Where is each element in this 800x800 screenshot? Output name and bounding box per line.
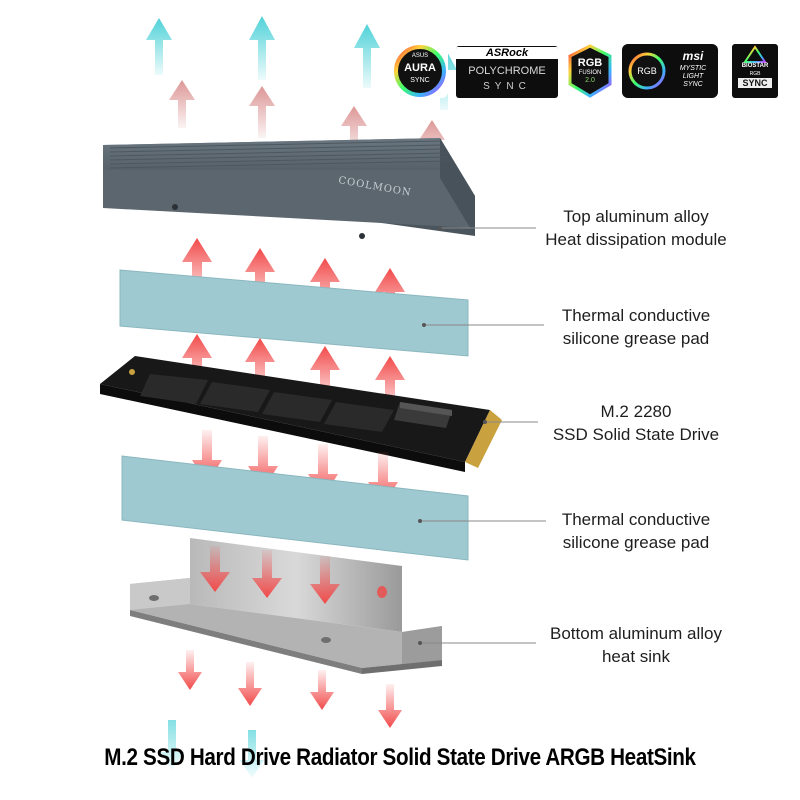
- logo-msi-ring: RGB: [637, 66, 657, 76]
- logo-rgbfusion-name: RGB: [577, 57, 603, 69]
- logo-aura-sub: SYNC: [410, 77, 430, 84]
- callout-dots: [418, 226, 487, 645]
- callout-ssd-line1: M.2 2280: [600, 402, 672, 421]
- heat-arrows-middle: [182, 334, 405, 414]
- callout-ssd: M.2 2280 SSD Solid State Drive: [538, 400, 734, 446]
- logo-rgbfusion-version: 2.0: [585, 77, 595, 84]
- callout-pad-upper: Thermal conductive silicone grease pad: [546, 304, 726, 350]
- callout-pad-upper-line1: Thermal conductive: [561, 306, 711, 325]
- logo-rgb-fusion: RGB FUSION 2.0: [567, 44, 613, 98]
- thermal-pad-lower: [121, 455, 469, 561]
- logo-biostar-rgb-sync: BIOSTAR RGB SYNC: [732, 44, 778, 98]
- heat-arrows-bottom: [160, 650, 402, 778]
- logo-biostar-brand: BIOSTAR: [741, 63, 769, 69]
- m2-ssd: [100, 356, 502, 472]
- logo-biostar-sub: SYNC: [738, 78, 772, 88]
- logo-asus-aura-sync: ASUS AURA SYNC: [392, 44, 448, 98]
- callout-pad-lower: Thermal conductive silicone grease pad: [546, 508, 726, 554]
- callout-leaders: [420, 227, 546, 644]
- logo-asrock-name: POLYCHROME: [468, 65, 546, 77]
- logo-msi-line1: MYSTIC: [679, 65, 707, 72]
- callout-pad-upper-line2: silicone grease pad: [562, 329, 710, 348]
- bottom-aluminum-heatsink: [130, 538, 442, 674]
- top-aluminum-heatsink: COOLMOON: [103, 138, 475, 239]
- callout-ssd-line2: SSD Solid State Drive: [552, 425, 720, 444]
- logo-msi-mystic-light: RGB msi MYSTIC LIGHT SYNC: [622, 44, 718, 98]
- callout-pad-lower-line2: silicone grease pad: [562, 533, 710, 552]
- callout-top-module-line2: Heat dissipation module: [545, 230, 727, 249]
- callout-bottom-sink: Bottom aluminum alloy heat sink: [536, 622, 736, 668]
- callout-top-module-line1: Top aluminum alloy: [563, 207, 709, 226]
- logo-msi-line3: SYNC: [683, 81, 703, 88]
- logo-asrock-sub: SYNC: [483, 81, 531, 92]
- logo-aura-brand: ASUS: [411, 53, 429, 59]
- callout-bottom-sink-line1: Bottom aluminum alloy: [550, 624, 722, 643]
- thermal-pad-upper: [119, 269, 469, 357]
- callout-top-module: Top aluminum alloy Heat dissipation modu…: [538, 205, 734, 251]
- logo-asrock-polychrome: ASRock POLYCHROME SYNC: [456, 46, 558, 98]
- logo-asrock-brand: ASRock: [456, 47, 558, 59]
- biostar-triangle-icon: [743, 45, 767, 63]
- rgb-fusion-shield-icon: [568, 44, 612, 98]
- logo-rgbfusion-sub: FUSION: [578, 70, 602, 76]
- msi-rgb-ring-icon: [628, 52, 666, 90]
- callout-pad-lower-line1: Thermal conductive: [561, 510, 711, 529]
- logo-biostar-small: RGB: [749, 71, 761, 77]
- logo-msi-line2: LIGHT: [682, 73, 704, 80]
- caption-title: M.2 SSD Hard Drive Radiator Solid State …: [104, 744, 696, 771]
- callout-bottom-sink-line2: heat sink: [601, 647, 671, 666]
- logo-msi-brand: msi: [682, 49, 704, 63]
- aura-ring-icon: [394, 45, 446, 97]
- logo-aura-name: AURA: [404, 62, 436, 74]
